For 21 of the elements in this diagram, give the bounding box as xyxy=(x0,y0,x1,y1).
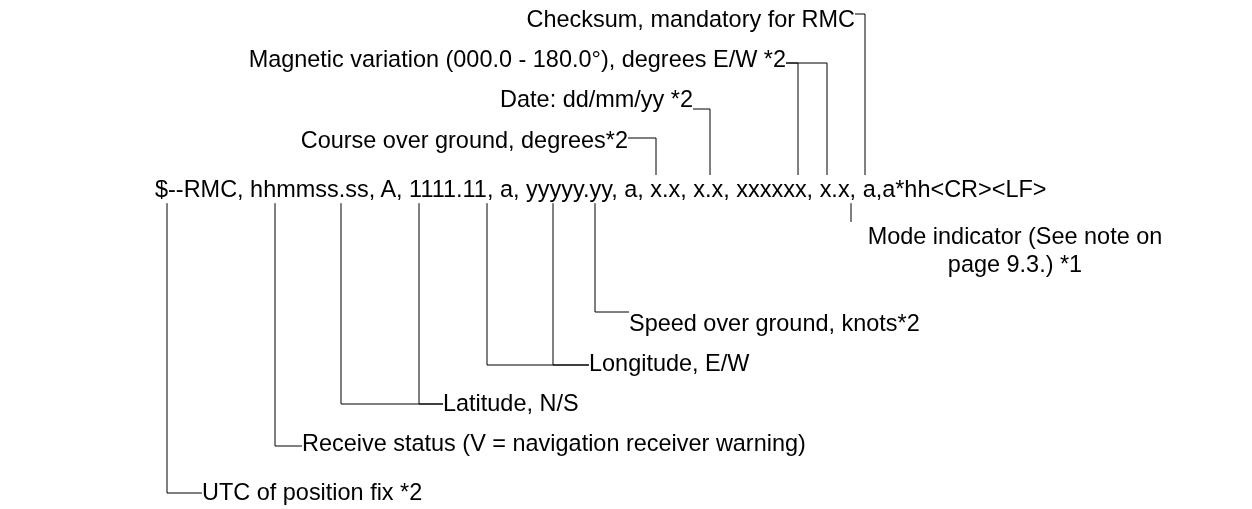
leader-line xyxy=(627,137,657,176)
field-description: UTC of position fix *2 xyxy=(202,478,423,507)
field-description: Magnetic variation (000.0 - 180.0°), degrees E/W *2 xyxy=(248,45,786,74)
leader-line xyxy=(418,202,444,405)
field-description: Date: dd/mm/yy *2 xyxy=(500,85,693,114)
leader-line xyxy=(785,62,828,176)
field-description: Latitude, N/S xyxy=(443,389,579,418)
field-description: Receive status (V = navigation receiver warning) xyxy=(302,429,806,458)
field-description: Speed over ground, knots*2 xyxy=(629,309,920,338)
field-description: Checksum, mandatory for RMC xyxy=(526,5,855,34)
sentence-format-text: $--RMC, hhmmss.ss, A, 1111.11, a, yyyyy.yy, a, x.x, x.x, xxxxxx, x.x, a,a*hh<CR><LF> xyxy=(155,175,1047,204)
field-description: Longitude, E/W xyxy=(589,349,750,378)
leader-line xyxy=(274,202,303,447)
field-description: Course over ground, degrees*2 xyxy=(300,126,628,155)
leader-line xyxy=(594,202,630,313)
field-description: Mode indicator (See note on page 9.3.) *1 xyxy=(850,222,1180,279)
leader-line xyxy=(854,13,866,176)
leader-line xyxy=(692,108,711,176)
leader-line xyxy=(552,202,590,366)
leader-line xyxy=(850,202,852,223)
leader-line xyxy=(166,202,203,494)
